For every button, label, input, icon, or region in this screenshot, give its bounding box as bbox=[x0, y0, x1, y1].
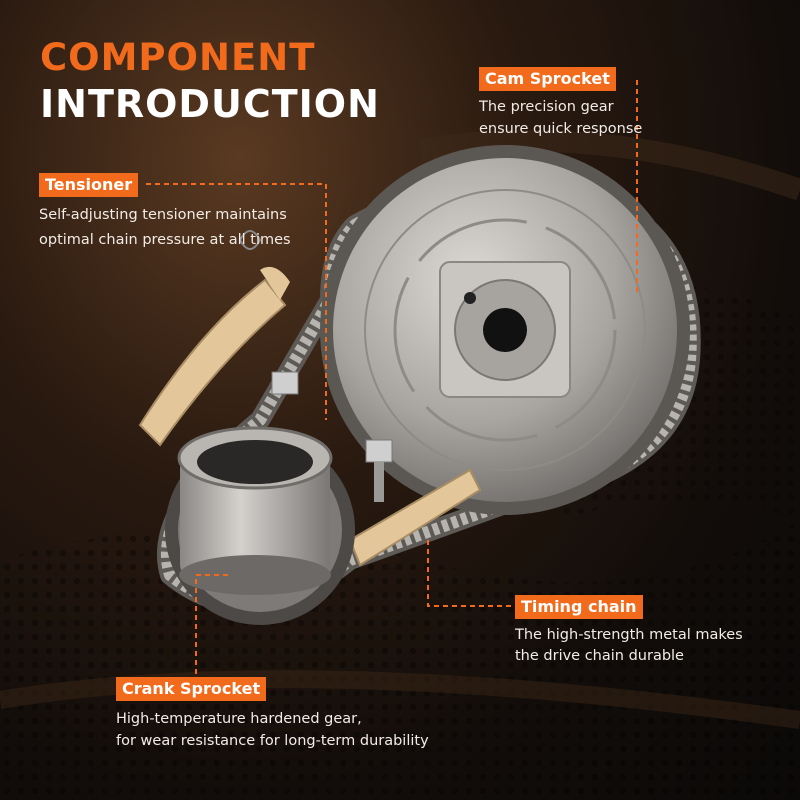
title-line-2: INTRODUCTION bbox=[40, 82, 380, 126]
title-line-1: COMPONENT bbox=[40, 36, 316, 79]
bolts bbox=[271, 371, 393, 502]
tensioner-arm bbox=[138, 230, 290, 447]
cam-sprocket-label: Cam Sprocket bbox=[479, 67, 616, 91]
tensioner-leader bbox=[146, 183, 327, 420]
chain-guide bbox=[348, 468, 482, 567]
tensioner-desc-2: optimal chain pressure at all times bbox=[39, 232, 291, 248]
crank-leader bbox=[195, 574, 228, 690]
timing-chain-desc-1: The high-strength metal makes bbox=[515, 627, 743, 643]
timing-chain-desc-2: the drive chain durable bbox=[515, 648, 684, 664]
tensioner-label: Tensioner bbox=[39, 173, 139, 197]
tensioner-desc-1: Self-adjusting tensioner maintains bbox=[39, 207, 287, 223]
callout-leaders bbox=[146, 80, 638, 690]
crank-sprocket-label: Crank Sprocket bbox=[116, 677, 267, 701]
crank-sprocket-desc-2: for wear resistance for long-term durabi… bbox=[116, 733, 429, 749]
crank-sprocket bbox=[165, 426, 355, 625]
crank-sprocket-desc-1: High-temperature hardened gear, bbox=[116, 711, 362, 727]
cam-sprocket bbox=[320, 145, 690, 515]
timing-leader bbox=[427, 540, 514, 607]
cam-sprocket-desc-2: ensure quick response bbox=[479, 121, 643, 137]
timing-chain-label: Timing chain bbox=[515, 595, 643, 619]
cam-sprocket-desc-1: The precision gear bbox=[479, 99, 614, 115]
